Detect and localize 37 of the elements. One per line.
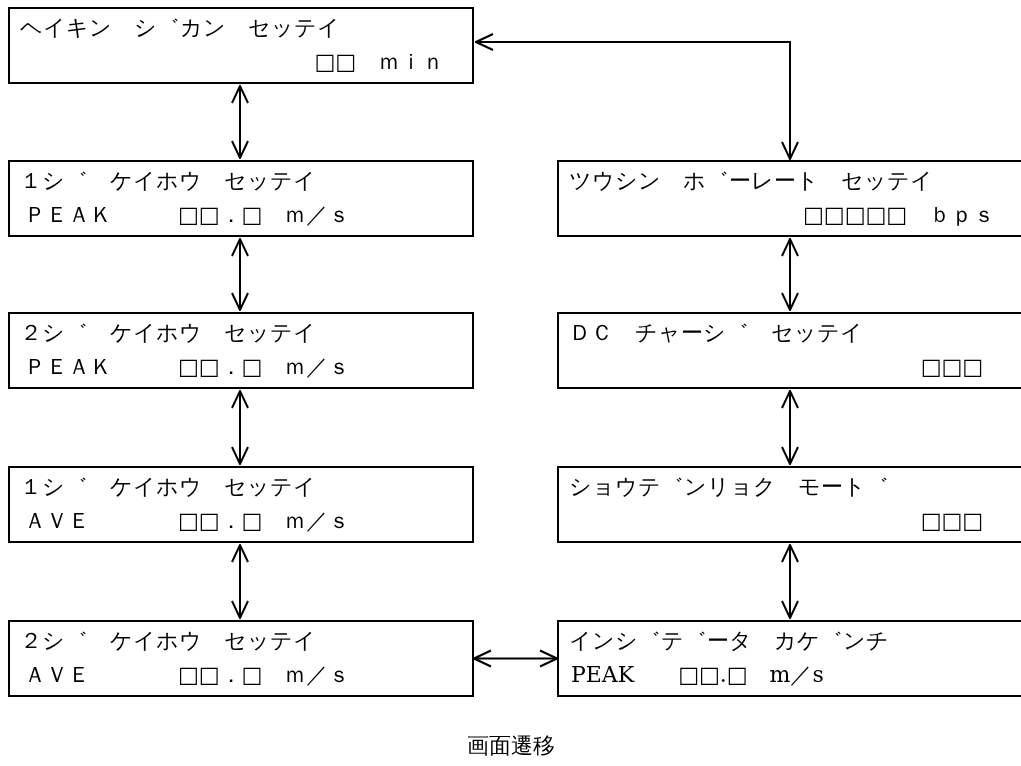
setting-value: PEAK □□.□ m／s: [571, 662, 824, 688]
screen-title: ２シ゛ ケイホウ セッテイ: [20, 628, 316, 654]
setting-value: □□□: [920, 354, 983, 380]
screen-title: ショウテ゛ンリョク モート゛: [569, 474, 889, 500]
screen-title: １シ゛ ケイホウ セッテイ: [20, 168, 316, 194]
screen-box: [8, 312, 474, 389]
double-arrow: [231, 238, 249, 311]
double-arrow: [231, 85, 249, 159]
screen-box: [557, 620, 1021, 697]
setting-value: □□□□□ ｂｐｓ: [803, 202, 995, 228]
screen-box: [557, 160, 1021, 237]
setting-value: □□□: [920, 508, 983, 534]
screen-title: ヘイキン シ゛カン セッテイ: [20, 15, 340, 41]
double-arrow: [231, 390, 249, 465]
double-arrow: [473, 649, 558, 668]
double-arrow: [781, 390, 799, 465]
screen-title: ＤＣ チャーシ゛ セッテイ: [569, 320, 863, 346]
screen-title: インシ゛テ゛ータ カケ゛ンチ: [569, 628, 889, 654]
double-arrow: [781, 238, 799, 311]
setting-value: ＰＥＡＫ □□．□ ｍ／ｓ: [24, 202, 351, 228]
screen-box: [8, 160, 474, 237]
double-arrow: [231, 544, 249, 619]
screen-box: [557, 312, 1021, 389]
screen-title: １シ゛ ケイホウ セッテイ: [20, 474, 316, 500]
caption: 画面遷移: [466, 733, 555, 758]
setting-value: □□ ｍｉｎ: [314, 49, 444, 75]
screen-box: [557, 466, 1021, 543]
double-arrow: [475, 33, 799, 160]
setting-value: ＡＶＥ □□．□ ｍ／ｓ: [24, 508, 351, 534]
screen-box: [8, 466, 474, 543]
double-arrow: [781, 544, 799, 619]
setting-value: ＰＥＡＫ □□．□ ｍ／ｓ: [24, 354, 351, 380]
setting-value: ＡＶＥ □□．□ ｍ／ｓ: [24, 662, 351, 688]
screen-title: ２シ゛ ケイホウ セッテイ: [20, 320, 316, 346]
screen-title: ツウシン ホ゛ーレート セッテイ: [569, 168, 933, 194]
screen-box: [8, 7, 474, 84]
screen-box: [8, 620, 474, 697]
